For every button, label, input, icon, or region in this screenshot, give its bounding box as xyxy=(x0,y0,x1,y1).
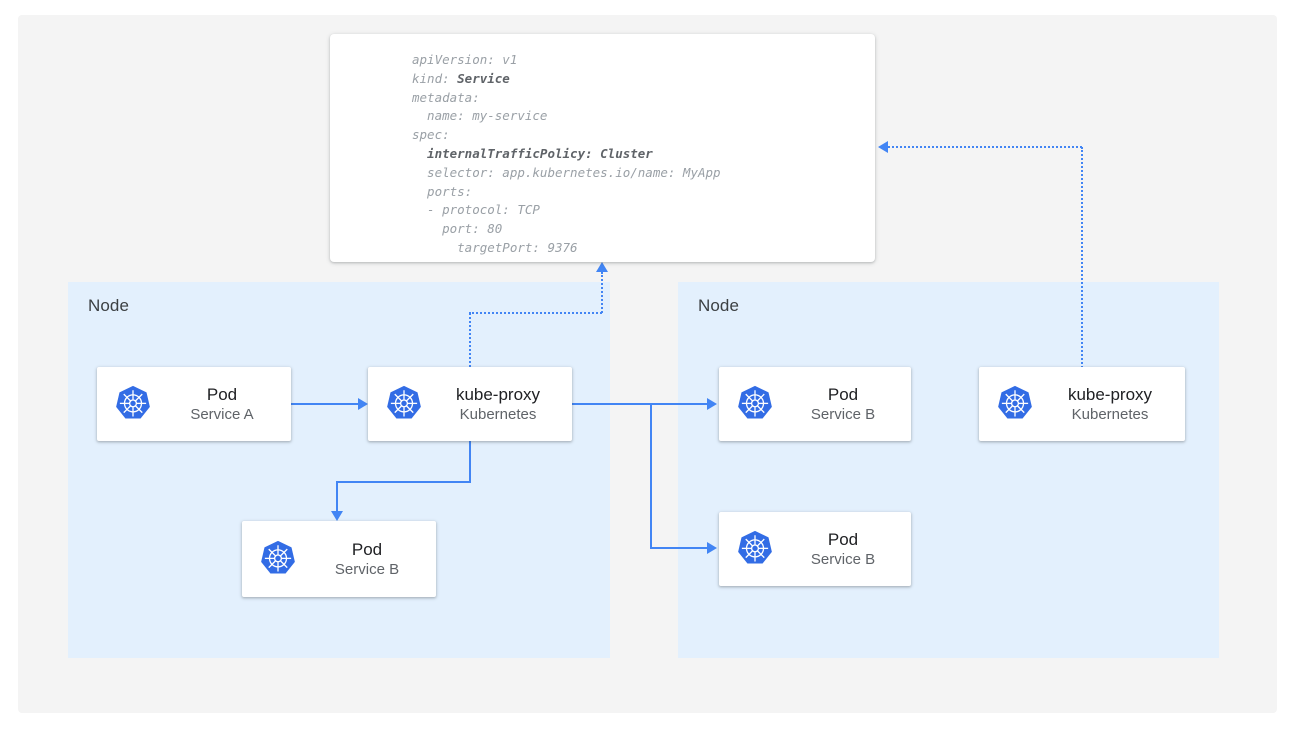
kubernetes-logo-icon xyxy=(116,385,150,419)
dotted-left-run-right xyxy=(469,312,602,314)
card-title: kube-proxy xyxy=(1067,384,1153,404)
node-container-right: Node xyxy=(678,282,1219,658)
connector-kubeproxy-left-run xyxy=(336,481,471,483)
connector-branch-down xyxy=(650,403,652,549)
card-subtitle: Kubernetes xyxy=(1071,405,1149,423)
kubernetes-logo-icon xyxy=(387,385,421,419)
card-kube-proxy-left[interactable]: kube-proxy Kubernetes xyxy=(368,367,572,441)
yaml-line-spec: spec: xyxy=(412,127,450,143)
card-text-pod-service-a: Pod Service A xyxy=(153,384,291,425)
yaml-line-kind-key: kind: xyxy=(412,70,458,86)
card-text-pod-service-b-top: Pod Service B xyxy=(775,384,911,425)
card-subtitle: Service B xyxy=(810,550,876,568)
card-pod-service-b-top[interactable]: Pod Service B xyxy=(719,367,911,441)
yaml-line-port: port: 80 xyxy=(412,221,503,237)
card-kube-proxy-right[interactable]: kube-proxy Kubernetes xyxy=(979,367,1185,441)
yaml-line-apiversion: apiVersion: v1 xyxy=(412,52,518,67)
arrowhead-poda-to-kubeproxy xyxy=(358,398,368,410)
service-spec-yaml: apiVersion: v1 kind: Service metadata: n… xyxy=(412,51,721,258)
yaml-line-selector: selector: app.kubernetes.io/name: MyApp xyxy=(412,164,721,180)
arrowhead-kubeproxy-to-podb-local xyxy=(331,511,343,521)
yaml-line-ports: ports: xyxy=(412,183,473,199)
card-text-kube-proxy-left: kube-proxy Kubernetes xyxy=(424,384,572,425)
yaml-line-name: name: my-service xyxy=(412,108,548,124)
arrowhead-kubeproxy-to-podb-top xyxy=(707,398,717,410)
connector-branch-to-podb-bottom xyxy=(650,547,709,549)
card-title: Pod xyxy=(351,539,383,559)
card-title: Pod xyxy=(827,529,859,549)
dotted-right-run-left xyxy=(888,146,1082,148)
kubernetes-logo-icon xyxy=(261,540,295,574)
node-label-left: Node xyxy=(88,296,130,315)
connector-kubeproxy-to-podb-local xyxy=(336,481,338,515)
card-text-pod-service-b-bottom: Pod Service B xyxy=(775,529,911,570)
card-subtitle: Service A xyxy=(190,405,254,423)
yaml-line-metadata: metadata: xyxy=(412,89,480,105)
card-text-kube-proxy-right: kube-proxy Kubernetes xyxy=(1035,384,1185,425)
yaml-line-targetport: targetPort: 9376 xyxy=(412,239,578,255)
connector-poda-to-kubeproxy xyxy=(291,403,361,405)
kubernetes-logo-icon xyxy=(738,385,772,419)
yaml-line-internaltrafficpolicy: internalTrafficPolicy: Cluster xyxy=(412,145,653,161)
kubernetes-logo-icon xyxy=(998,385,1032,419)
yaml-line-protocol: - protocol: TCP xyxy=(412,202,540,218)
dotted-right-kubeproxy-up xyxy=(1081,147,1083,368)
connector-kubeproxy-down-stub xyxy=(469,441,471,483)
card-title: kube-proxy xyxy=(455,384,541,404)
node-label-right: Node xyxy=(698,296,740,315)
arrowhead-kubeproxy-to-podb-bottom xyxy=(707,542,717,554)
dotted-left-kubeproxy-up xyxy=(469,313,471,367)
arrowhead-right-to-spec xyxy=(878,141,888,153)
service-spec-card: apiVersion: v1 kind: Service metadata: n… xyxy=(330,34,875,262)
card-subtitle: Kubernetes xyxy=(459,405,537,423)
card-pod-service-a[interactable]: Pod Service A xyxy=(97,367,291,441)
card-text-pod-service-b-left: Pod Service B xyxy=(298,539,436,580)
dotted-left-up-to-spec xyxy=(601,272,603,313)
card-pod-service-b-bottom[interactable]: Pod Service B xyxy=(719,512,911,586)
card-subtitle: Service B xyxy=(334,560,400,578)
card-subtitle: Service B xyxy=(810,405,876,423)
connector-kubeproxy-trunk-right xyxy=(572,403,709,405)
card-title: Pod xyxy=(206,384,238,404)
kubernetes-logo-icon xyxy=(738,530,772,564)
card-pod-service-b-left[interactable]: Pod Service B xyxy=(242,521,436,597)
arrowhead-left-to-spec xyxy=(596,262,608,272)
card-title: Pod xyxy=(827,384,859,404)
node-container-left: Node xyxy=(68,282,610,658)
yaml-line-kind-value: Service xyxy=(457,70,510,86)
